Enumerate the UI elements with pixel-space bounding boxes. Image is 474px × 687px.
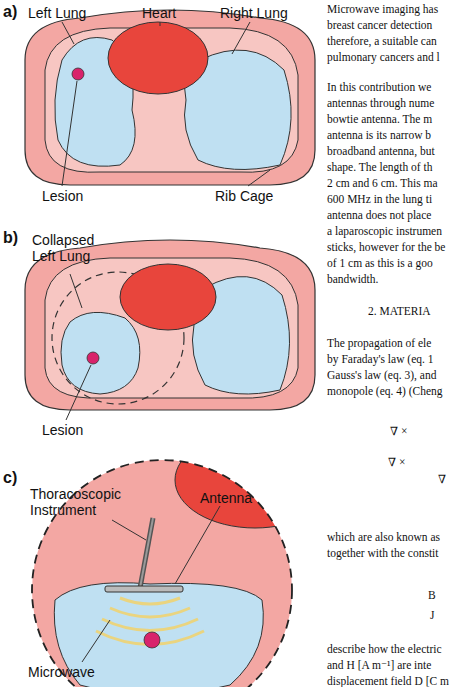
part-label: Rib Cage xyxy=(215,188,273,204)
body-text: sticks, however for the be xyxy=(327,240,445,254)
body-text: In this contribution we xyxy=(327,80,431,94)
instrument-shaft-edge xyxy=(140,518,153,588)
body-text: displacement field D [C m xyxy=(327,674,449,687)
panel-letter: a) xyxy=(3,4,17,20)
body-text: Microwave imaging has xyxy=(327,2,438,16)
lesion xyxy=(87,352,99,364)
part-label: Thoracoscopic Instrument xyxy=(30,486,130,518)
part-label: Left Lung xyxy=(28,5,86,21)
body-text: describe how the electric xyxy=(327,642,442,656)
body-text: monopole (eq. 4) (Cheng xyxy=(327,384,443,398)
body-text: of 1 cm as this is a goo xyxy=(327,256,433,270)
body-text: ∇ × xyxy=(388,455,405,469)
body-text: broadband antenna, but xyxy=(327,144,435,158)
antenna xyxy=(105,586,183,592)
body-text: Gauss's law (eq. 3), and xyxy=(327,368,436,382)
instrument-shaft xyxy=(140,518,153,588)
part-label: Right Lung xyxy=(220,5,288,21)
part-label: Lesion xyxy=(42,188,83,204)
body-text: therefore, a suitable can xyxy=(327,34,437,48)
body-text: antenna is its narrow b xyxy=(327,128,431,142)
body-text: ∇ xyxy=(438,472,446,486)
body-text: 600 MHz in the lung ti xyxy=(327,192,432,206)
part-label: Lesion xyxy=(42,422,83,438)
part-label: Collapsed Left Lung xyxy=(32,232,112,264)
body-text: 2. MATERIA xyxy=(368,304,431,318)
panel-letter: c) xyxy=(3,470,17,486)
body-text: which are also known as xyxy=(327,530,440,544)
body-text: 2 cm and 6 cm. This ma xyxy=(327,176,438,190)
body-text: bandwidth. xyxy=(327,272,378,286)
part-label: Microwave xyxy=(28,664,95,680)
lesion xyxy=(72,68,84,80)
leader-lines xyxy=(82,506,220,662)
body-text: antennas through nume xyxy=(327,96,434,110)
panel-letter: b) xyxy=(3,230,18,246)
torso xyxy=(25,240,315,410)
heart xyxy=(120,264,216,330)
body-text: bowtie antenna. The m xyxy=(327,112,432,126)
body-text: ∇ × xyxy=(390,424,407,438)
leader-lines xyxy=(66,274,91,420)
heart xyxy=(108,22,208,94)
torso xyxy=(25,10,315,185)
body-text: breast cancer detection xyxy=(327,18,432,32)
leader-lines xyxy=(62,22,270,186)
body-text: by Faraday's law (eq. 1 xyxy=(327,352,434,366)
part-label: Heart xyxy=(142,5,176,21)
lesion xyxy=(144,632,160,648)
body-text: shape. The length of th xyxy=(327,160,433,174)
part-label: Antenna xyxy=(200,490,252,506)
collapsed-lung xyxy=(61,312,140,394)
body-text: B xyxy=(428,588,436,602)
body-text: a laparoscopic instrumen xyxy=(327,224,442,238)
body-text: The propagation of ele xyxy=(327,336,431,350)
body-text: and H [A m⁻¹] are inte xyxy=(327,658,431,672)
heart xyxy=(175,432,335,528)
body-text: together with the constit xyxy=(327,546,438,560)
body-text: J xyxy=(430,608,434,622)
body-text: pulmonary cancers and l xyxy=(327,50,440,64)
body-text: antenna does not place xyxy=(327,208,431,222)
